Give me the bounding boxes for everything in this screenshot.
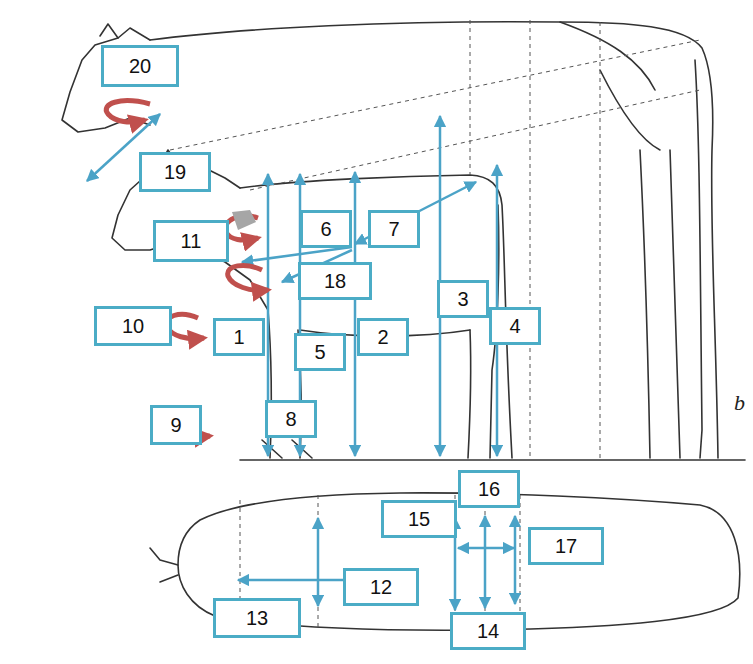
callout-number: 14 <box>477 620 499 643</box>
callout-number: 7 <box>388 218 399 241</box>
callout-box: 12 <box>343 568 419 606</box>
callout-box: 13 <box>213 598 301 638</box>
callout-box: 14 <box>450 612 526 650</box>
callout-number: 20 <box>129 55 151 78</box>
callout-box: 6 <box>300 210 352 248</box>
figure-letter: b <box>734 390 745 416</box>
callout-box: 9 <box>150 405 202 445</box>
callout-box: 19 <box>139 152 211 192</box>
callout-number: 8 <box>285 408 296 431</box>
callout-number: 19 <box>164 161 186 184</box>
callout-number: 18 <box>324 270 346 293</box>
callout-number: 4 <box>509 315 520 338</box>
callout-box: 8 <box>265 400 317 438</box>
callout-box: 18 <box>298 262 372 300</box>
callout-box: 7 <box>368 210 420 248</box>
callout-number: 17 <box>555 535 577 558</box>
callout-number: 3 <box>457 288 468 311</box>
callout-number: 6 <box>320 218 331 241</box>
callout-box: 11 <box>153 220 229 262</box>
callout-box: 20 <box>101 45 179 87</box>
callout-number: 10 <box>122 315 144 338</box>
callout-number: 11 <box>181 230 202 253</box>
callout-box: 10 <box>94 306 172 346</box>
callout-box: 17 <box>528 527 604 565</box>
callout-number: 2 <box>377 326 388 349</box>
callout-number: 13 <box>246 607 268 630</box>
callout-box: 16 <box>458 470 520 508</box>
callout-box: 1 <box>213 318 265 356</box>
callout-number: 15 <box>408 508 430 531</box>
callout-number: 9 <box>170 414 181 437</box>
callout-box: 3 <box>437 280 489 318</box>
callout-number: 12 <box>370 576 392 599</box>
callout-box: 4 <box>489 307 541 345</box>
callout-box: 5 <box>294 333 346 371</box>
callout-box: 15 <box>381 500 457 538</box>
callout-number: 1 <box>233 326 244 349</box>
callout-number: 16 <box>478 478 500 501</box>
callout-number: 5 <box>314 341 325 364</box>
callout-box: 2 <box>357 318 409 356</box>
